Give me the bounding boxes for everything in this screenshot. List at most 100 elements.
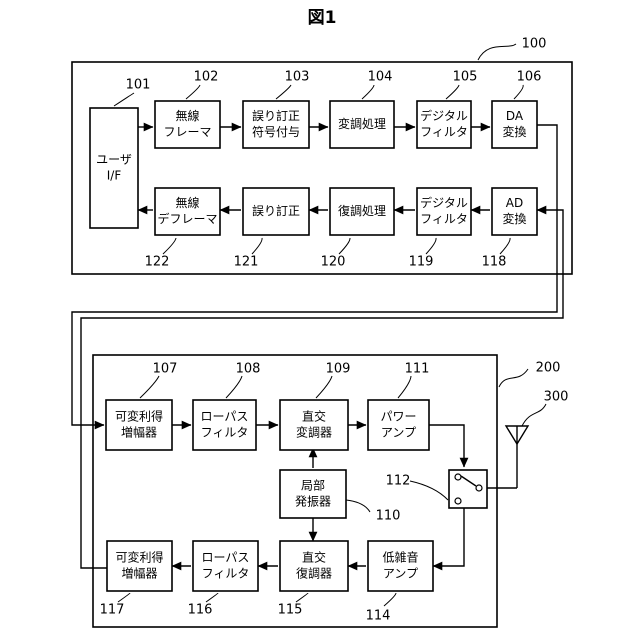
- block-115[interactable]: 直交復調器: [280, 541, 348, 591]
- leader-line: [346, 500, 370, 512]
- leader-line: [398, 376, 411, 398]
- reference-number-104: 104: [368, 70, 393, 85]
- leader-line: [296, 593, 308, 602]
- reference-number-200: 200: [536, 361, 561, 376]
- reference-number-120: 120: [321, 255, 346, 270]
- reference-number-109: 109: [326, 362, 351, 377]
- block-102-label: 無線: [175, 108, 199, 123]
- block-109-label: 変調器: [296, 425, 332, 440]
- block-120-label: 復調処理: [338, 203, 386, 218]
- block-118-label: 変換: [502, 211, 526, 226]
- leader-line: [114, 93, 134, 106]
- reference-number-114: 114: [366, 609, 391, 624]
- block-114-label: アンプ: [383, 567, 418, 581]
- block-114[interactable]: 低雑音アンプ: [368, 541, 433, 591]
- leader-line: [276, 85, 291, 99]
- block-111-label: アンプ: [381, 426, 416, 440]
- block-106-label: DA: [506, 109, 524, 123]
- block-105[interactable]: デジタルフィルタ: [417, 101, 471, 148]
- block-114-label: 低雑音: [382, 550, 418, 565]
- block-101[interactable]: ユーザ I/F: [90, 108, 138, 228]
- leader-line: [410, 481, 448, 500]
- block-104[interactable]: 変調処理: [330, 101, 394, 148]
- block-103-label: 符号付与: [252, 124, 300, 139]
- reference-number-116: 116: [188, 603, 213, 618]
- block-107[interactable]: 可変利得増幅器: [106, 400, 172, 450]
- block-115-label: 復調器: [296, 566, 332, 581]
- reference-number-112: 112: [386, 474, 411, 489]
- antenna-icon: [506, 404, 546, 488]
- block-109-label: 直交: [302, 409, 326, 424]
- leader-line: [426, 238, 436, 254]
- block-118[interactable]: AD変換: [492, 188, 537, 235]
- block-108-label: フィルタ: [201, 426, 249, 440]
- block-111-label: パワー: [380, 410, 416, 424]
- reference-number-300: 300: [544, 390, 569, 405]
- reference-number-105: 105: [453, 70, 478, 85]
- block-110-label: 局部: [301, 478, 325, 493]
- block-116[interactable]: ローパスフィルタ: [193, 541, 258, 591]
- block-107-label: 増幅器: [121, 425, 157, 440]
- block-106-label: 変換: [502, 124, 526, 139]
- reference-number-102: 102: [194, 70, 219, 85]
- block-119-label: フィルタ: [420, 212, 468, 226]
- leader-line: [362, 85, 374, 99]
- block-111[interactable]: パワーアンプ: [368, 400, 429, 450]
- leader-line: [339, 238, 350, 254]
- module-200-leader: [499, 369, 528, 387]
- block-120[interactable]: 復調処理: [330, 188, 394, 235]
- leader-line: [140, 376, 159, 398]
- block-101-label: I/F: [107, 169, 122, 183]
- block-110[interactable]: 局部発振器: [280, 470, 346, 518]
- block-109[interactable]: 直交変調器: [280, 400, 348, 450]
- leader-line: [163, 238, 176, 254]
- leader-line: [384, 593, 396, 606]
- leader-line: [206, 593, 218, 602]
- block-117[interactable]: 可変利得増幅器: [107, 541, 172, 591]
- block-104-label: 変調処理: [338, 116, 386, 131]
- reference-number-121: 121: [234, 255, 259, 270]
- leader-line: [226, 376, 242, 398]
- block-121[interactable]: 誤り訂正: [243, 188, 309, 235]
- reference-number-118: 118: [482, 255, 507, 270]
- block-118-label: AD: [506, 196, 523, 210]
- block-103[interactable]: 誤り訂正符号付与: [243, 101, 309, 148]
- module-100-leader: [478, 44, 516, 60]
- block-105-label: フィルタ: [420, 125, 468, 139]
- leader-line: [118, 593, 130, 602]
- block-119[interactable]: デジタルフィルタ: [417, 188, 471, 235]
- block-107-label: 可変利得: [115, 409, 163, 424]
- block-117-label: 可変利得: [115, 550, 163, 565]
- reference-number-117: 117: [100, 603, 125, 618]
- block-122[interactable]: 無線デフレーマ: [155, 188, 220, 235]
- leader-line: [316, 376, 332, 398]
- block-106[interactable]: DA変換: [492, 101, 537, 148]
- block-115-label: 直交: [302, 550, 326, 565]
- module-100-frame: [72, 62, 572, 274]
- block-116-label: フィルタ: [202, 567, 250, 581]
- reference-number-110: 110: [376, 509, 401, 524]
- block-101-label: ユーザ: [96, 153, 132, 167]
- block-116-label: ローパス: [202, 551, 250, 565]
- reference-number-108: 108: [236, 362, 261, 377]
- leader-line: [500, 238, 510, 254]
- block-108[interactable]: ローパスフィルタ: [193, 400, 256, 450]
- block-102-label: フレーマ: [163, 125, 211, 139]
- reference-number-103: 103: [285, 70, 310, 85]
- reference-number-122: 122: [145, 255, 170, 270]
- leader-line: [186, 85, 200, 99]
- block-102[interactable]: 無線フレーマ: [155, 101, 220, 148]
- figure-title: 図1: [308, 8, 337, 28]
- leader-line: [252, 238, 262, 254]
- reference-number-100: 100: [522, 37, 547, 52]
- block-103-label: 誤り訂正: [252, 108, 300, 123]
- rf-switch[interactable]: [449, 470, 487, 508]
- block-110-label: 発振器: [295, 495, 331, 509]
- reference-number-101: 101: [126, 78, 151, 93]
- block-122-label: 無線: [175, 195, 199, 210]
- leader-line: [514, 85, 523, 99]
- block-119-label: デジタル: [420, 195, 468, 210]
- leader-line: [446, 85, 459, 99]
- reference-number-119: 119: [409, 255, 434, 270]
